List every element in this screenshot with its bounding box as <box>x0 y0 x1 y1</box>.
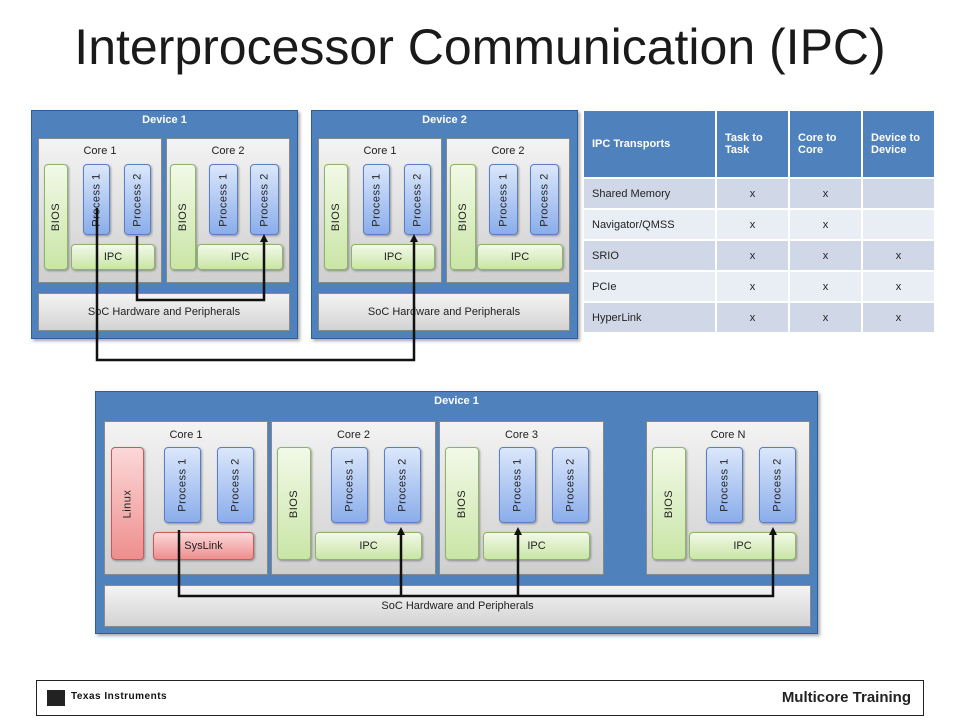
bios-block: BIOS <box>445 447 479 560</box>
table-cell: x <box>863 239 936 270</box>
table-header: IPC Transports <box>584 111 717 177</box>
table-header: Core to Core <box>790 111 863 177</box>
table-cell: x <box>790 270 863 301</box>
process-2-block: Process 2 <box>217 447 254 523</box>
bios-block: BIOS <box>450 164 476 270</box>
process-1-block: Process 1 <box>209 164 238 235</box>
table-cell: x <box>790 208 863 239</box>
page-title: Interprocessor Communication (IPC) <box>74 19 886 75</box>
table-row: PCIe x x x <box>584 270 936 301</box>
table-cell: x <box>717 301 790 332</box>
device-label: Device 1 <box>434 395 479 407</box>
table-cell: x <box>717 270 790 301</box>
soc-block: SoC Hardware and Peripherals <box>104 585 811 627</box>
table-cell: Navigator/QMSS <box>584 208 717 239</box>
table-row: Shared Memory x x <box>584 177 936 208</box>
texas-instruments-logo-icon <box>47 690 65 706</box>
core-box: Core 3 BIOS Process 1 Process 2 IPC <box>439 421 604 575</box>
bios-block: BIOS <box>277 447 311 560</box>
ipc-block: IPC <box>477 244 563 270</box>
ipc-block: IPC <box>689 532 796 560</box>
ipc-block: IPC <box>351 244 435 270</box>
process-2-block: Process 2 <box>384 447 421 523</box>
ipc-block: IPC <box>71 244 155 270</box>
process-1-block: Process 1 <box>363 164 390 235</box>
ipc-block: IPC <box>315 532 422 560</box>
process-2-block: Process 2 <box>250 164 279 235</box>
table-cell: SRIO <box>584 239 717 270</box>
process-2-block: Process 2 <box>759 447 796 523</box>
core-box: Core 1 Linux Process 1 Process 2 SysLink <box>104 421 268 575</box>
core-label: Core N <box>710 429 746 441</box>
table-cell: x <box>717 208 790 239</box>
process-2-block: Process 2 <box>552 447 589 523</box>
core-box: Core N BIOS Process 1 Process 2 IPC <box>646 421 810 575</box>
process-2-block: Process 2 <box>404 164 431 235</box>
core-box: Core 2 BIOS Process 1 Process 2 IPC <box>271 421 436 575</box>
connector-arrow <box>177 527 777 598</box>
table-header-row: IPC Transports Task to Task Core to Core… <box>584 111 936 177</box>
table-cell <box>863 177 936 208</box>
process-2-block: Process 2 <box>124 164 151 235</box>
ipc-block: IPC <box>483 532 590 560</box>
table-cell <box>863 208 936 239</box>
table-cell: x <box>863 270 936 301</box>
device-label: Device 1 <box>142 114 187 126</box>
connector-arrow <box>95 208 418 362</box>
core-label: Core 1 <box>83 145 117 157</box>
core-label: Core 1 <box>169 429 203 441</box>
process-1-block: Process 1 <box>489 164 518 235</box>
process-2-block: Process 2 <box>530 164 559 235</box>
table-row: SRIO x x x <box>584 239 936 270</box>
ipc-transports-table: IPC Transports Task to Task Core to Core… <box>584 111 936 332</box>
connector-arrow <box>135 234 268 302</box>
device-box: Device 1 Core 1 Linux Process 1 Process … <box>95 391 818 634</box>
footer-title: Multicore Training <box>781 689 911 706</box>
footer: Texas Instruments Multicore Training <box>36 680 924 716</box>
table-header: Task to Task <box>717 111 790 177</box>
syslink-block: SysLink <box>153 532 254 560</box>
core-label: Core 1 <box>363 145 397 157</box>
device-label: Device 2 <box>422 114 467 126</box>
process-1-block: Process 1 <box>164 447 201 523</box>
core-label: Core 2 <box>211 145 245 157</box>
table-row: Navigator/QMSS x x <box>584 208 936 239</box>
table-cell: x <box>717 177 790 208</box>
core-box: Core 1 BIOS Process 1 Process 2 IPC <box>38 138 162 283</box>
process-1-block: Process 1 <box>706 447 743 523</box>
table-cell: PCIe <box>584 270 717 301</box>
core-label: Core 3 <box>504 429 539 441</box>
table-cell: x <box>863 301 936 332</box>
core-label: Core 2 <box>336 429 371 441</box>
soc-block: SoC Hardware and Peripherals <box>318 293 570 331</box>
table-cell: x <box>790 177 863 208</box>
core-box: Core 1 BIOS Process 1 Process 2 IPC <box>318 138 442 283</box>
core-box: Core 2 BIOS Process 1 Process 2 IPC <box>166 138 290 283</box>
device-box: Device 2 Core 1 BIOS Process 1 Process 2… <box>311 110 578 339</box>
bios-block: BIOS <box>44 164 68 270</box>
process-1-block: Process 1 <box>499 447 536 523</box>
bios-block: BIOS <box>324 164 348 270</box>
linux-block: Linux <box>111 447 144 560</box>
table-cell: x <box>717 239 790 270</box>
core-box: Core 2 BIOS Process 1 Process 2 IPC <box>446 138 570 283</box>
bios-block: BIOS <box>170 164 196 270</box>
table-cell: HyperLink <box>584 301 717 332</box>
table-cell: x <box>790 301 863 332</box>
process-1-block: Process 1 <box>331 447 368 523</box>
logo-text: Texas Instruments <box>71 691 168 702</box>
table-row: HyperLink x x x <box>584 301 936 332</box>
ipc-block: IPC <box>197 244 283 270</box>
table-cell: Shared Memory <box>584 177 717 208</box>
core-label: Core 2 <box>491 145 525 157</box>
table-cell: x <box>790 239 863 270</box>
table-header: Device to Device <box>863 111 936 177</box>
bios-block: BIOS <box>652 447 686 560</box>
